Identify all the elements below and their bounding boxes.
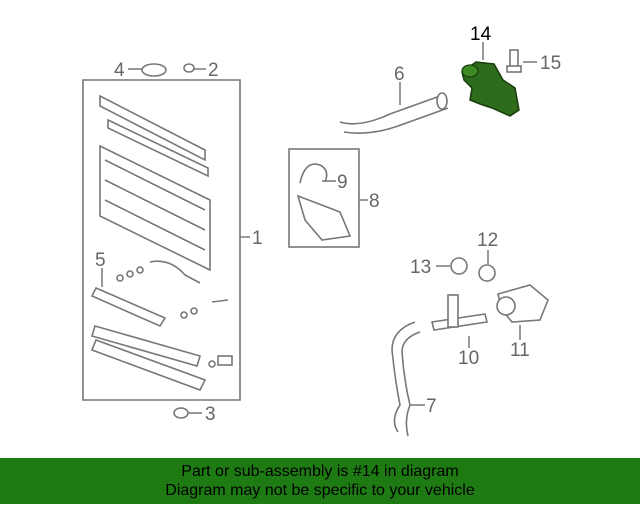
banner-line-1: Part or sub-assembly is #14 in diagram xyxy=(181,463,459,480)
banner-line-2: Diagram may not be specific to your vehi… xyxy=(165,482,475,499)
parts-diagram: 1 2 3 4 5 6 7 8 9 10 11 12 13 14 15 xyxy=(82,24,561,437)
water-pipe-10 xyxy=(431,294,488,331)
callout-14: 14 xyxy=(470,24,492,45)
callout-12: 12 xyxy=(477,230,498,251)
highlighted-part-14 xyxy=(461,61,520,117)
bolt-15 xyxy=(506,49,522,73)
water-inlet-housing xyxy=(496,284,549,323)
reserve-tank-box xyxy=(288,148,360,248)
drain-plug xyxy=(183,63,195,73)
lower-mount-cushion xyxy=(173,407,189,419)
callout-8: 8 xyxy=(369,191,380,212)
callout-9: 9 xyxy=(337,172,348,193)
callout-15: 15 xyxy=(540,53,561,74)
callout-3: 3 xyxy=(205,404,216,425)
callout-7: 7 xyxy=(426,396,437,417)
radiator-cap xyxy=(141,63,167,77)
upper-radiator-hose xyxy=(339,92,449,134)
callout-10: 10 xyxy=(458,348,479,369)
radiator-upper-tank xyxy=(99,94,209,178)
callout-6: 6 xyxy=(394,64,405,85)
radiator-assembly-frame xyxy=(82,79,241,401)
callout-13: 13 xyxy=(410,257,431,278)
radiator-lower-tank xyxy=(90,260,233,391)
callout-5: 5 xyxy=(95,250,106,271)
info-banner: Part or sub-assembly is #14 in diagram D… xyxy=(0,458,640,504)
callout-labels: 1 2 3 4 5 6 7 8 9 10 11 12 13 14 15 xyxy=(95,24,561,425)
lower-radiator-hose xyxy=(391,321,421,437)
callout-4: 4 xyxy=(114,60,125,81)
callout-11: 11 xyxy=(510,340,530,361)
leader-lines xyxy=(101,42,537,414)
gasket-13 xyxy=(450,257,468,275)
callout-2: 2 xyxy=(208,60,219,81)
radiator-core xyxy=(99,144,211,272)
thermostat-12 xyxy=(478,264,496,282)
callout-1: 1 xyxy=(252,228,263,249)
